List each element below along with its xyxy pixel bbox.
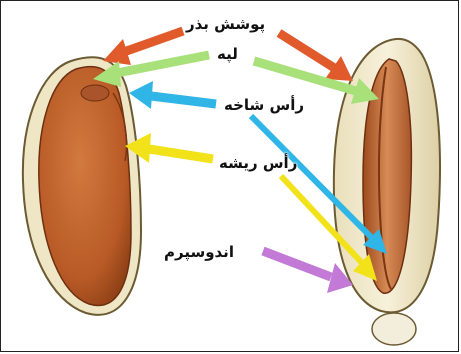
arrow-shoot-tip-left (129, 81, 216, 109)
right-seed-radicle (372, 313, 416, 345)
label-seed-coat: پوشش بذر (186, 17, 265, 32)
left-seed-hilum (81, 85, 109, 101)
arrow-endosperm (263, 251, 353, 293)
label-shoot-tip: رأس شاخه (224, 98, 304, 113)
label-endosperm: اندوسپرم (164, 245, 234, 260)
left-seed (23, 57, 141, 315)
label-cotyledon: لپه (217, 47, 238, 62)
label-root-tip: رأس ریشه (219, 156, 297, 171)
